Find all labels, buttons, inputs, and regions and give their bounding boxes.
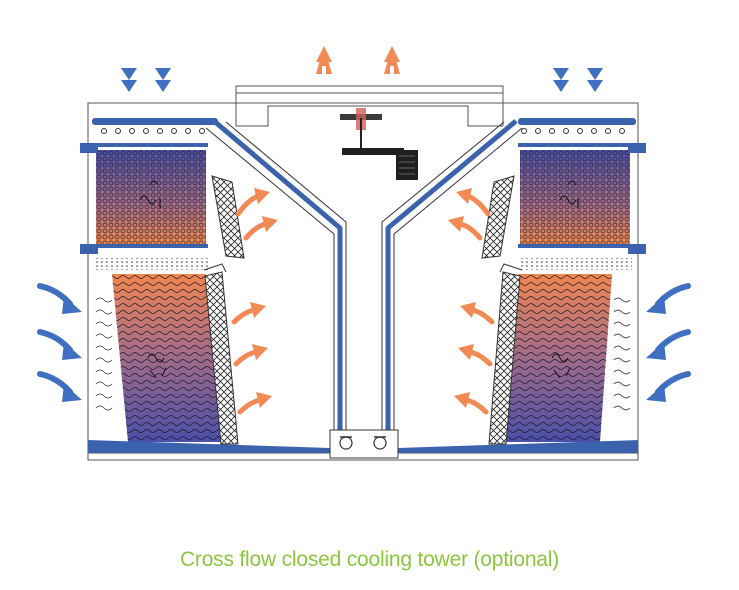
pump-icon (329, 429, 399, 459)
exhaust-arrow-icon (316, 46, 400, 74)
motor-icon (342, 148, 418, 180)
spray-nozzle-icon (101, 128, 205, 134)
coil-left (80, 143, 208, 254)
air-inlet-arrow-icon (121, 68, 603, 92)
diagram-caption: Cross flow closed cooling tower (optiona… (179, 548, 560, 571)
distribution-basin-right (520, 258, 632, 270)
drift-eliminator-right (481, 175, 523, 445)
piping (212, 119, 518, 440)
fill-right (506, 274, 612, 442)
collection-basin (88, 440, 638, 453)
warm-air-arrow-icon (231, 193, 495, 415)
distribution-basin-left (96, 258, 208, 270)
louvers-left (95, 297, 113, 411)
spray-header-right (518, 118, 636, 134)
fill-left (112, 274, 222, 442)
coil-right (518, 143, 646, 254)
fan-icon (340, 108, 382, 150)
spray-header-left (92, 118, 218, 134)
louvers-right (613, 297, 631, 411)
drift-eliminator-left (203, 175, 245, 445)
